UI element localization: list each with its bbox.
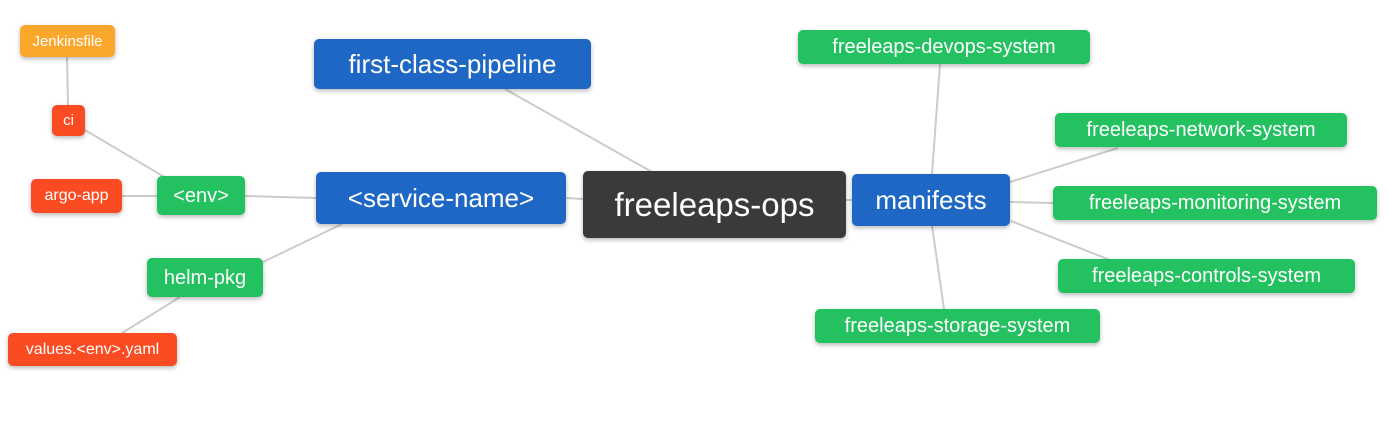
node-values-env-yaml[interactable]: values.<env>.yaml: [8, 333, 177, 366]
node-freeleaps-monitoring-system[interactable]: freeleaps-monitoring-system: [1053, 186, 1377, 220]
edge-ci-env: [84, 129, 167, 179]
node-manifests[interactable]: manifests: [852, 174, 1010, 226]
edge-manifests-monitoring-system: [1009, 201, 1054, 204]
edge-helm-pkg-service-name: [262, 223, 343, 263]
edge-pipeline-freeleaps-ops: [504, 88, 653, 173]
node-freeleaps-network-system[interactable]: freeleaps-network-system: [1055, 113, 1347, 147]
edge-values-helm-pkg: [121, 296, 181, 334]
node-service-name[interactable]: <service-name>: [316, 172, 566, 224]
node-env[interactable]: <env>: [157, 176, 245, 215]
edge-manifests-storage-system: [931, 225, 945, 310]
node-ci[interactable]: ci: [52, 105, 85, 136]
node-first-class-pipeline[interactable]: first-class-pipeline: [314, 39, 591, 89]
node-helm-pkg[interactable]: helm-pkg: [147, 258, 263, 297]
node-freeleaps-ops[interactable]: freeleaps-ops: [583, 171, 846, 238]
node-freeleaps-controls-system[interactable]: freeleaps-controls-system: [1058, 259, 1355, 293]
node-argo-app[interactable]: argo-app: [31, 179, 122, 213]
edge-service-name-freeleaps-ops: [565, 197, 584, 200]
node-freeleaps-storage-system[interactable]: freeleaps-storage-system: [815, 309, 1100, 343]
node-freeleaps-devops-system[interactable]: freeleaps-devops-system: [798, 30, 1090, 64]
edge-manifests-controls-system: [1010, 220, 1111, 261]
edge-jenkinsfile-ci: [66, 56, 69, 106]
edge-env-service-name: [244, 195, 317, 199]
edge-manifests-network-system: [1009, 147, 1119, 183]
node-jenkinsfile[interactable]: Jenkinsfile: [20, 25, 115, 57]
edge-manifests-devops-system: [931, 63, 941, 175]
